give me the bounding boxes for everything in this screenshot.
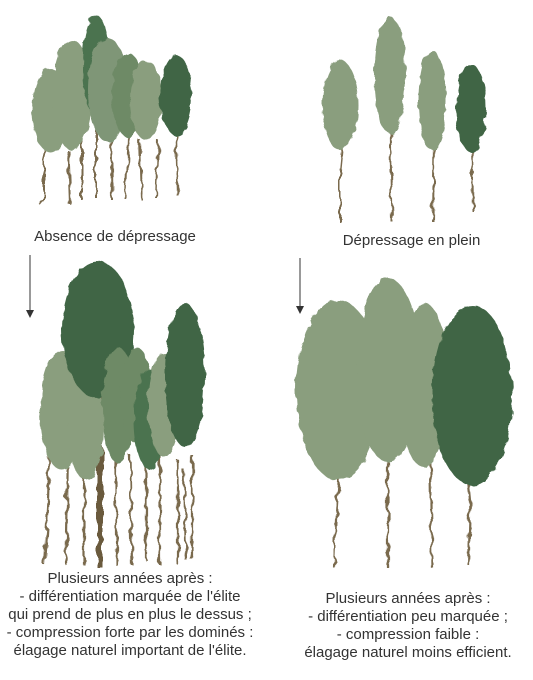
arrow-right — [296, 258, 304, 314]
stand-full-thinning-later — [296, 278, 512, 568]
caption-line: Plusieurs années après : — [0, 570, 280, 588]
tree-crown — [165, 303, 205, 447]
arrow-left — [26, 255, 34, 318]
tree-crown — [374, 17, 406, 133]
trunks — [340, 120, 473, 222]
stand-full-thinning-initial — [322, 17, 486, 222]
caption-full-thinning: Plusieurs années après : - différentiati… — [283, 590, 533, 662]
tree-crown — [130, 60, 162, 140]
tree-crown — [432, 305, 512, 485]
label-no-thinning: Absence de dépressage — [0, 228, 230, 245]
tree-crown — [456, 64, 486, 152]
caption-line: qui prend de plus en plus le dessus ; — [0, 606, 280, 624]
stand-no-thinning-initial — [32, 15, 192, 205]
tree-crown — [418, 50, 446, 150]
caption-line: - différentiation marquée de l'élite — [0, 588, 280, 606]
caption-line: - compression forte par les dominés : — [0, 624, 280, 642]
tree-crown — [160, 55, 192, 135]
caption-no-thinning: Plusieurs années après : - différentiati… — [0, 570, 280, 660]
caption-line: - compression faible : — [283, 626, 533, 644]
caption-line: élagage naturel moins efficient. — [283, 644, 533, 662]
tree-crown — [322, 60, 358, 150]
caption-line: - différentiation peu marquée ; — [283, 608, 533, 626]
caption-line: Plusieurs années après : — [283, 590, 533, 608]
stand-no-thinning-later — [40, 262, 205, 568]
label-full-thinning: Dépressage en plein — [290, 232, 533, 249]
caption-line: élagage naturel important de l'élite. — [0, 642, 280, 660]
